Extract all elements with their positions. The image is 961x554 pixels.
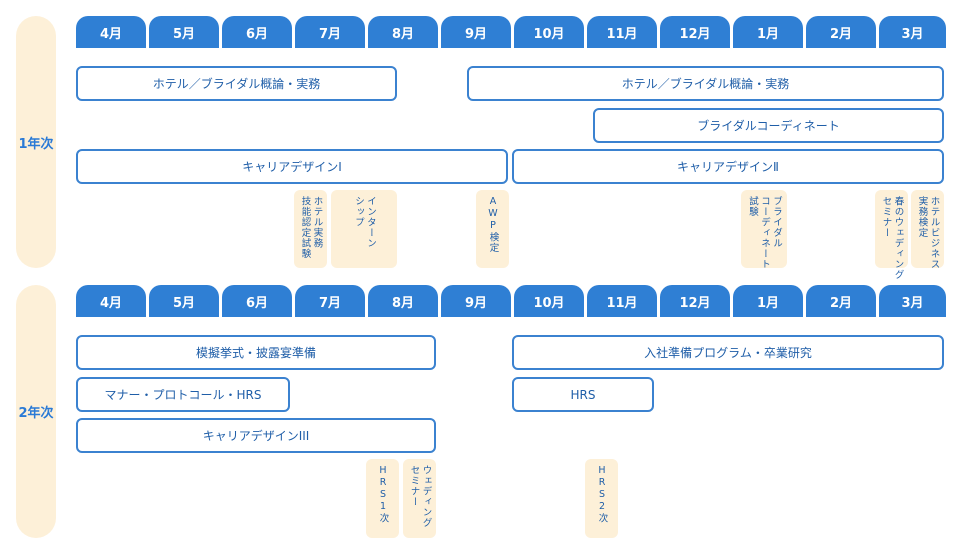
month-header: 9月 (441, 16, 511, 48)
course-bar: ホテル／ブライダル概論・実務 (76, 66, 397, 101)
event-card-text: HRS1次 (377, 465, 389, 524)
month-header: 9月 (441, 285, 511, 317)
event-card-text: 春のウェディング (892, 196, 904, 280)
month-header: 3月 (879, 16, 946, 48)
event-card-text: セミナー (408, 465, 420, 507)
month-header: 12月 (660, 285, 730, 317)
year1-month-header: 4月 5月 6月 7月 8月 9月 10月 11月 12月 1月 2月 3月 (76, 16, 946, 48)
event-card: ウェディング セミナー (403, 459, 436, 538)
event-card: 春のウェディング セミナー (875, 190, 908, 280)
month-header: 2月 (806, 285, 876, 317)
course-bar: ブライダルコーディネート (593, 108, 944, 143)
event-card-text: コーディネート (759, 196, 770, 270)
event-card: ブライダル コーディネート 試験 (741, 190, 787, 270)
month-header: 2月 (806, 16, 876, 48)
course-bar: キャリアデザインⅠ (76, 149, 508, 184)
month-header: 8月 (368, 285, 438, 317)
event-card-text: シップ (353, 196, 364, 228)
month-header: 12月 (660, 16, 730, 48)
event-card-text: ホテルビジネス (928, 196, 940, 270)
month-header: 11月 (587, 16, 657, 48)
event-card: ホテルビジネス 実務検定 (911, 190, 944, 270)
year1-panel: 1年次 (16, 16, 56, 268)
event-card-text: HRS2次 (596, 465, 608, 524)
event-card: ホテル実務 技能認定試験 (294, 190, 327, 268)
event-card-text: セミナー (880, 196, 892, 238)
month-header: 6月 (222, 285, 292, 317)
event-card-text: ウェディング (420, 465, 432, 528)
month-header: 10月 (514, 285, 584, 317)
course-bar: キャリアデザインⅡ (512, 149, 944, 184)
course-bar: ホテル／ブライダル概論・実務 (467, 66, 944, 101)
month-header: 3月 (879, 285, 946, 317)
month-header: 1月 (733, 16, 803, 48)
course-bar: 模擬挙式・披露宴準備 (76, 335, 436, 370)
event-card: インターン シップ (331, 190, 397, 268)
event-card-text: 試験 (747, 196, 758, 217)
year2-label: 2年次 (18, 406, 54, 421)
month-header: 8月 (368, 16, 438, 48)
course-bar: マナー・プロトコール・HRS (76, 377, 290, 412)
month-header: 6月 (222, 16, 292, 48)
course-bar: キャリアデザインIII (76, 418, 436, 453)
month-header: 7月 (295, 285, 365, 317)
event-card-text: ブライダル (771, 196, 782, 249)
event-card: AWP検定 (476, 190, 509, 268)
month-header: 4月 (76, 16, 146, 48)
event-card-text: 実務検定 (916, 196, 928, 238)
event-card-text: 技能認定試験 (299, 196, 311, 259)
event-card-text: AWP検定 (487, 196, 499, 253)
course-bar: HRS (512, 377, 654, 412)
event-card: HRS2次 (585, 459, 618, 538)
month-header: 4月 (76, 285, 146, 317)
course-bar: 入社準備プログラム・卒業研究 (512, 335, 944, 370)
month-header: 5月 (149, 285, 219, 317)
month-header: 7月 (295, 16, 365, 48)
month-header: 11月 (587, 285, 657, 317)
event-card-text: ホテル実務 (311, 196, 323, 249)
month-header: 10月 (514, 16, 584, 48)
year2-month-header: 4月 5月 6月 7月 8月 9月 10月 11月 12月 1月 2月 3月 (76, 285, 946, 317)
month-header: 5月 (149, 16, 219, 48)
month-header: 1月 (733, 285, 803, 317)
year2-panel: 2年次 (16, 285, 56, 538)
year1-label: 1年次 (18, 136, 54, 152)
event-card-text: インターン (365, 196, 376, 249)
event-card: HRS1次 (366, 459, 399, 538)
